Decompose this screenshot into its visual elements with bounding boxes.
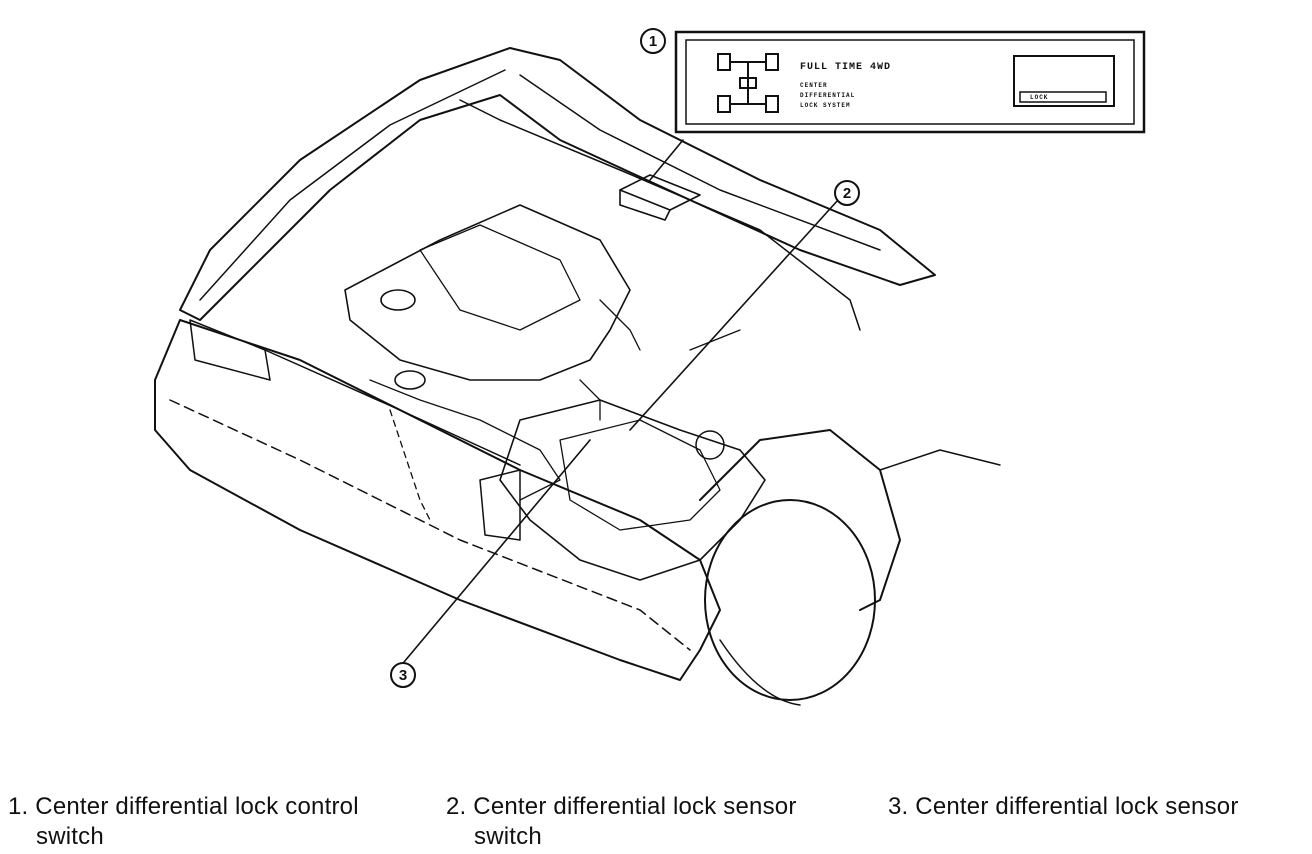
legend-item-1: 1. Center differential lock control swit… <box>8 792 359 852</box>
panel-line3: DIFFERENTIAL <box>800 92 856 99</box>
callout-1: 1 <box>640 28 666 54</box>
hood-outline <box>179 47 936 321</box>
callout-3: 3 <box>390 662 416 688</box>
panel-line2: CENTER <box>800 82 828 89</box>
switch-panel-inset <box>674 30 1146 134</box>
legend-text-1: Center differential lock control <box>35 793 359 820</box>
panel-lock-label: LOCK <box>1030 94 1049 101</box>
legend-text-1-line2: switch <box>36 823 104 850</box>
legend-item-2: 2. Center differential lock sensor switc… <box>446 792 797 852</box>
panel-line4: LOCK SYSTEM <box>800 102 851 109</box>
legend-num-2: 2. <box>446 793 467 820</box>
transaxle <box>499 399 766 581</box>
bumper <box>154 319 721 681</box>
front-wheel <box>704 499 876 701</box>
engine-block <box>344 204 631 381</box>
legend-num-3: 3. <box>888 793 909 820</box>
callout-2: 2 <box>834 180 860 206</box>
legend-text-2: Center differential lock sensor <box>473 793 797 820</box>
legend-num-1: 1. <box>8 793 29 820</box>
legend-text-2-line2: switch <box>474 823 542 850</box>
dash-switch <box>619 174 701 211</box>
fender <box>699 429 901 611</box>
car-front-line-drawing <box>154 30 1146 706</box>
engine-bay-diagram: FULL TIME 4WD CENTER DIFFERENTIAL LOCK S… <box>154 28 1146 706</box>
legend-item-3: 3. Center differential lock sensor <box>888 792 1239 822</box>
legend-text-3: Center differential lock sensor <box>915 793 1239 820</box>
panel-title: FULL TIME 4WD <box>800 62 892 73</box>
